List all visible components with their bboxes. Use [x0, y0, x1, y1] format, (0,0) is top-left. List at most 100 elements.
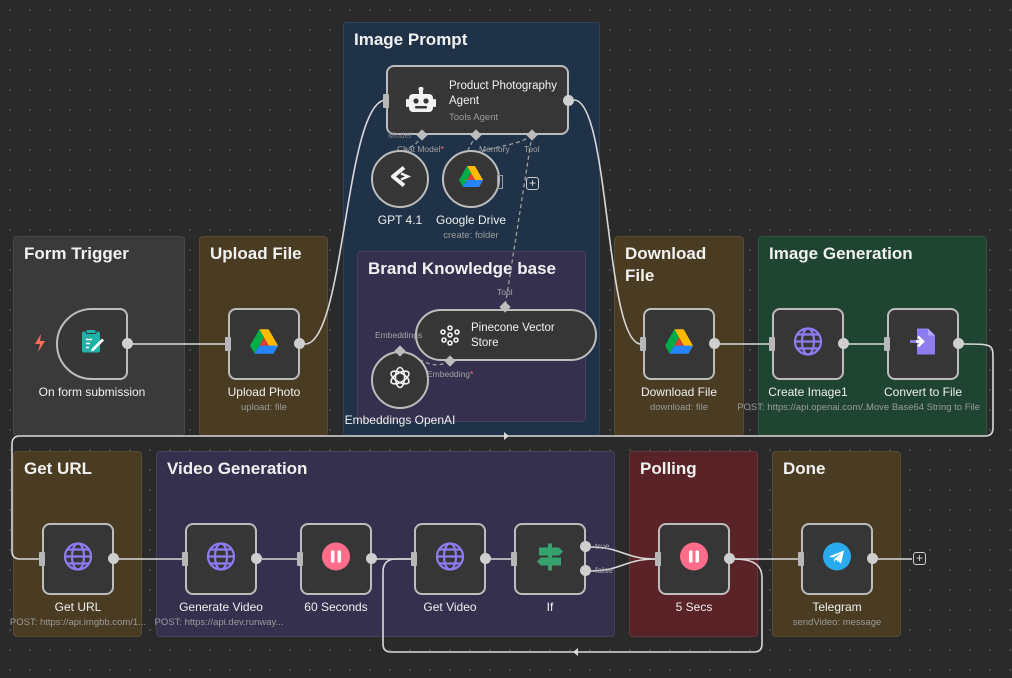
memory-label: Memory: [479, 144, 510, 154]
google-drive-icon: [459, 166, 483, 192]
agent-output-port[interactable]: [563, 95, 574, 106]
globe-icon: [206, 542, 236, 577]
globe-icon: [793, 327, 823, 362]
google-drive-icon: [250, 329, 278, 359]
pinecone-label: Pinecone Vector Store: [471, 322, 555, 349]
gen-video-label: Generate Video: [179, 600, 263, 614]
embedding-label: Embedding*: [427, 369, 474, 379]
gen-video-sub: POST: https://api.dev.runway...: [154, 617, 284, 628]
convert-to-file-node[interactable]: [887, 308, 959, 380]
arrow-marker: [573, 648, 578, 656]
if-false-label: false: [595, 565, 613, 575]
google-drive-tool-node[interactable]: [442, 150, 500, 208]
generate-video-node[interactable]: [185, 523, 257, 595]
create-image-node[interactable]: [772, 308, 844, 380]
upload-node-label: Upload Photo: [227, 385, 301, 399]
wire-agent-to-download: [573, 99, 642, 345]
group-title: Video Generation: [167, 459, 308, 478]
convert-node-sub: Move Base64 String to File: [865, 402, 981, 413]
create-image-input-port[interactable]: [769, 337, 775, 351]
globe-icon: [63, 542, 93, 577]
group-title: Polling: [640, 459, 697, 478]
get-video-node[interactable]: [414, 523, 486, 595]
wait60-input-port[interactable]: [297, 552, 303, 566]
wait5-output-port[interactable]: [724, 553, 735, 564]
signpost-icon: [535, 542, 565, 577]
if-label: If: [546, 600, 554, 614]
chat-model-label: Chat Model*: [397, 144, 444, 154]
download-input-port[interactable]: [640, 337, 646, 351]
convert-file-icon: [908, 327, 938, 362]
download-node-sub: download: file: [649, 402, 709, 413]
create-image-output-port[interactable]: [838, 338, 849, 349]
get-url-label: Get URL: [54, 600, 102, 614]
agent-title: Product Photography Agent: [449, 80, 558, 107]
group-title: Get URL: [24, 459, 92, 478]
download-output-port[interactable]: [709, 338, 720, 349]
form-output-port[interactable]: [122, 338, 133, 349]
if-true-label: true: [595, 541, 610, 551]
group-title: Upload File: [210, 244, 302, 263]
group-title: Done: [783, 459, 826, 478]
get-url-node[interactable]: [42, 523, 114, 595]
telegram-label: Telegram: [812, 600, 862, 614]
upload-photo-node[interactable]: [228, 308, 300, 380]
arrow-marker: [504, 432, 509, 440]
gpt-model-node[interactable]: [371, 150, 429, 208]
wait5-input-port[interactable]: [655, 552, 661, 566]
if-true-port[interactable]: [580, 541, 591, 552]
get-video-output-port[interactable]: [480, 553, 491, 564]
telegram-icon: [822, 542, 852, 577]
create-image-label: Create Image1: [768, 385, 848, 399]
telegram-output-port[interactable]: [867, 553, 878, 564]
add-tool-button[interactable]: +: [526, 177, 539, 190]
if-input-port[interactable]: [511, 552, 517, 566]
telegram-input-port[interactable]: [798, 552, 804, 566]
gen-video-input-port[interactable]: [182, 552, 188, 566]
pinecone-icon: [439, 324, 461, 351]
get-url-output-port[interactable]: [108, 553, 119, 564]
upload-output-port[interactable]: [294, 338, 305, 349]
convert-output-port[interactable]: [953, 338, 964, 349]
google-drive-icon: [665, 329, 693, 359]
form-icon: [79, 329, 105, 360]
get-video-input-port[interactable]: [411, 552, 417, 566]
gen-video-output-port[interactable]: [251, 553, 262, 564]
plus-icon: +: [528, 176, 536, 190]
agent-input-port[interactable]: [383, 94, 389, 108]
upload-node-sub: upload: file: [241, 402, 287, 413]
convert-input-port[interactable]: [884, 337, 890, 351]
telegram-node[interactable]: [801, 523, 873, 595]
product-photography-agent-node[interactable]: Product Photography Agent Tools Agent: [386, 65, 569, 135]
wait60-output-port[interactable]: [366, 553, 377, 564]
lightning-icon: [34, 334, 46, 357]
form-trigger-node[interactable]: [56, 308, 128, 380]
google-drive-tool-label: Google Drive: [435, 213, 507, 227]
wait-5-secs-node[interactable]: [658, 523, 730, 595]
wait60-label: 60 Seconds: [304, 600, 368, 614]
group-title: Form Trigger: [24, 244, 129, 263]
download-file-node[interactable]: [643, 308, 715, 380]
model-hint-label: Model: [388, 130, 412, 140]
upload-input-port[interactable]: [225, 337, 231, 351]
group-title: Download File: [625, 244, 707, 285]
if-node[interactable]: [514, 523, 586, 595]
gpt-model-label: GPT 4.1: [377, 213, 423, 227]
wait-60-seconds-node[interactable]: [300, 523, 372, 595]
embeddings-openai-label: Embeddings OpenAI: [344, 413, 456, 427]
get-url-input-port[interactable]: [39, 552, 45, 566]
telegram-sub: sendVideo: message: [792, 617, 882, 628]
add-node-button[interactable]: +: [913, 552, 926, 565]
wire-if-false-to-wait5: [589, 558, 657, 572]
plus-icon: +: [915, 551, 923, 565]
pinecone-tool-label: Tool: [497, 287, 513, 297]
wire-wait5-loop-to-getvideo: [382, 558, 763, 653]
gpt-model-icon: [387, 165, 413, 193]
wire-upload-to-agent: [304, 99, 387, 345]
embeddings-openai-node[interactable]: [371, 351, 429, 409]
pinecone-vector-store-node[interactable]: Pinecone Vector Store: [415, 309, 597, 361]
if-false-port[interactable]: [580, 565, 591, 576]
wire-convert-to-geturl: [11, 343, 994, 560]
drive-tool-side-port: [497, 175, 503, 189]
